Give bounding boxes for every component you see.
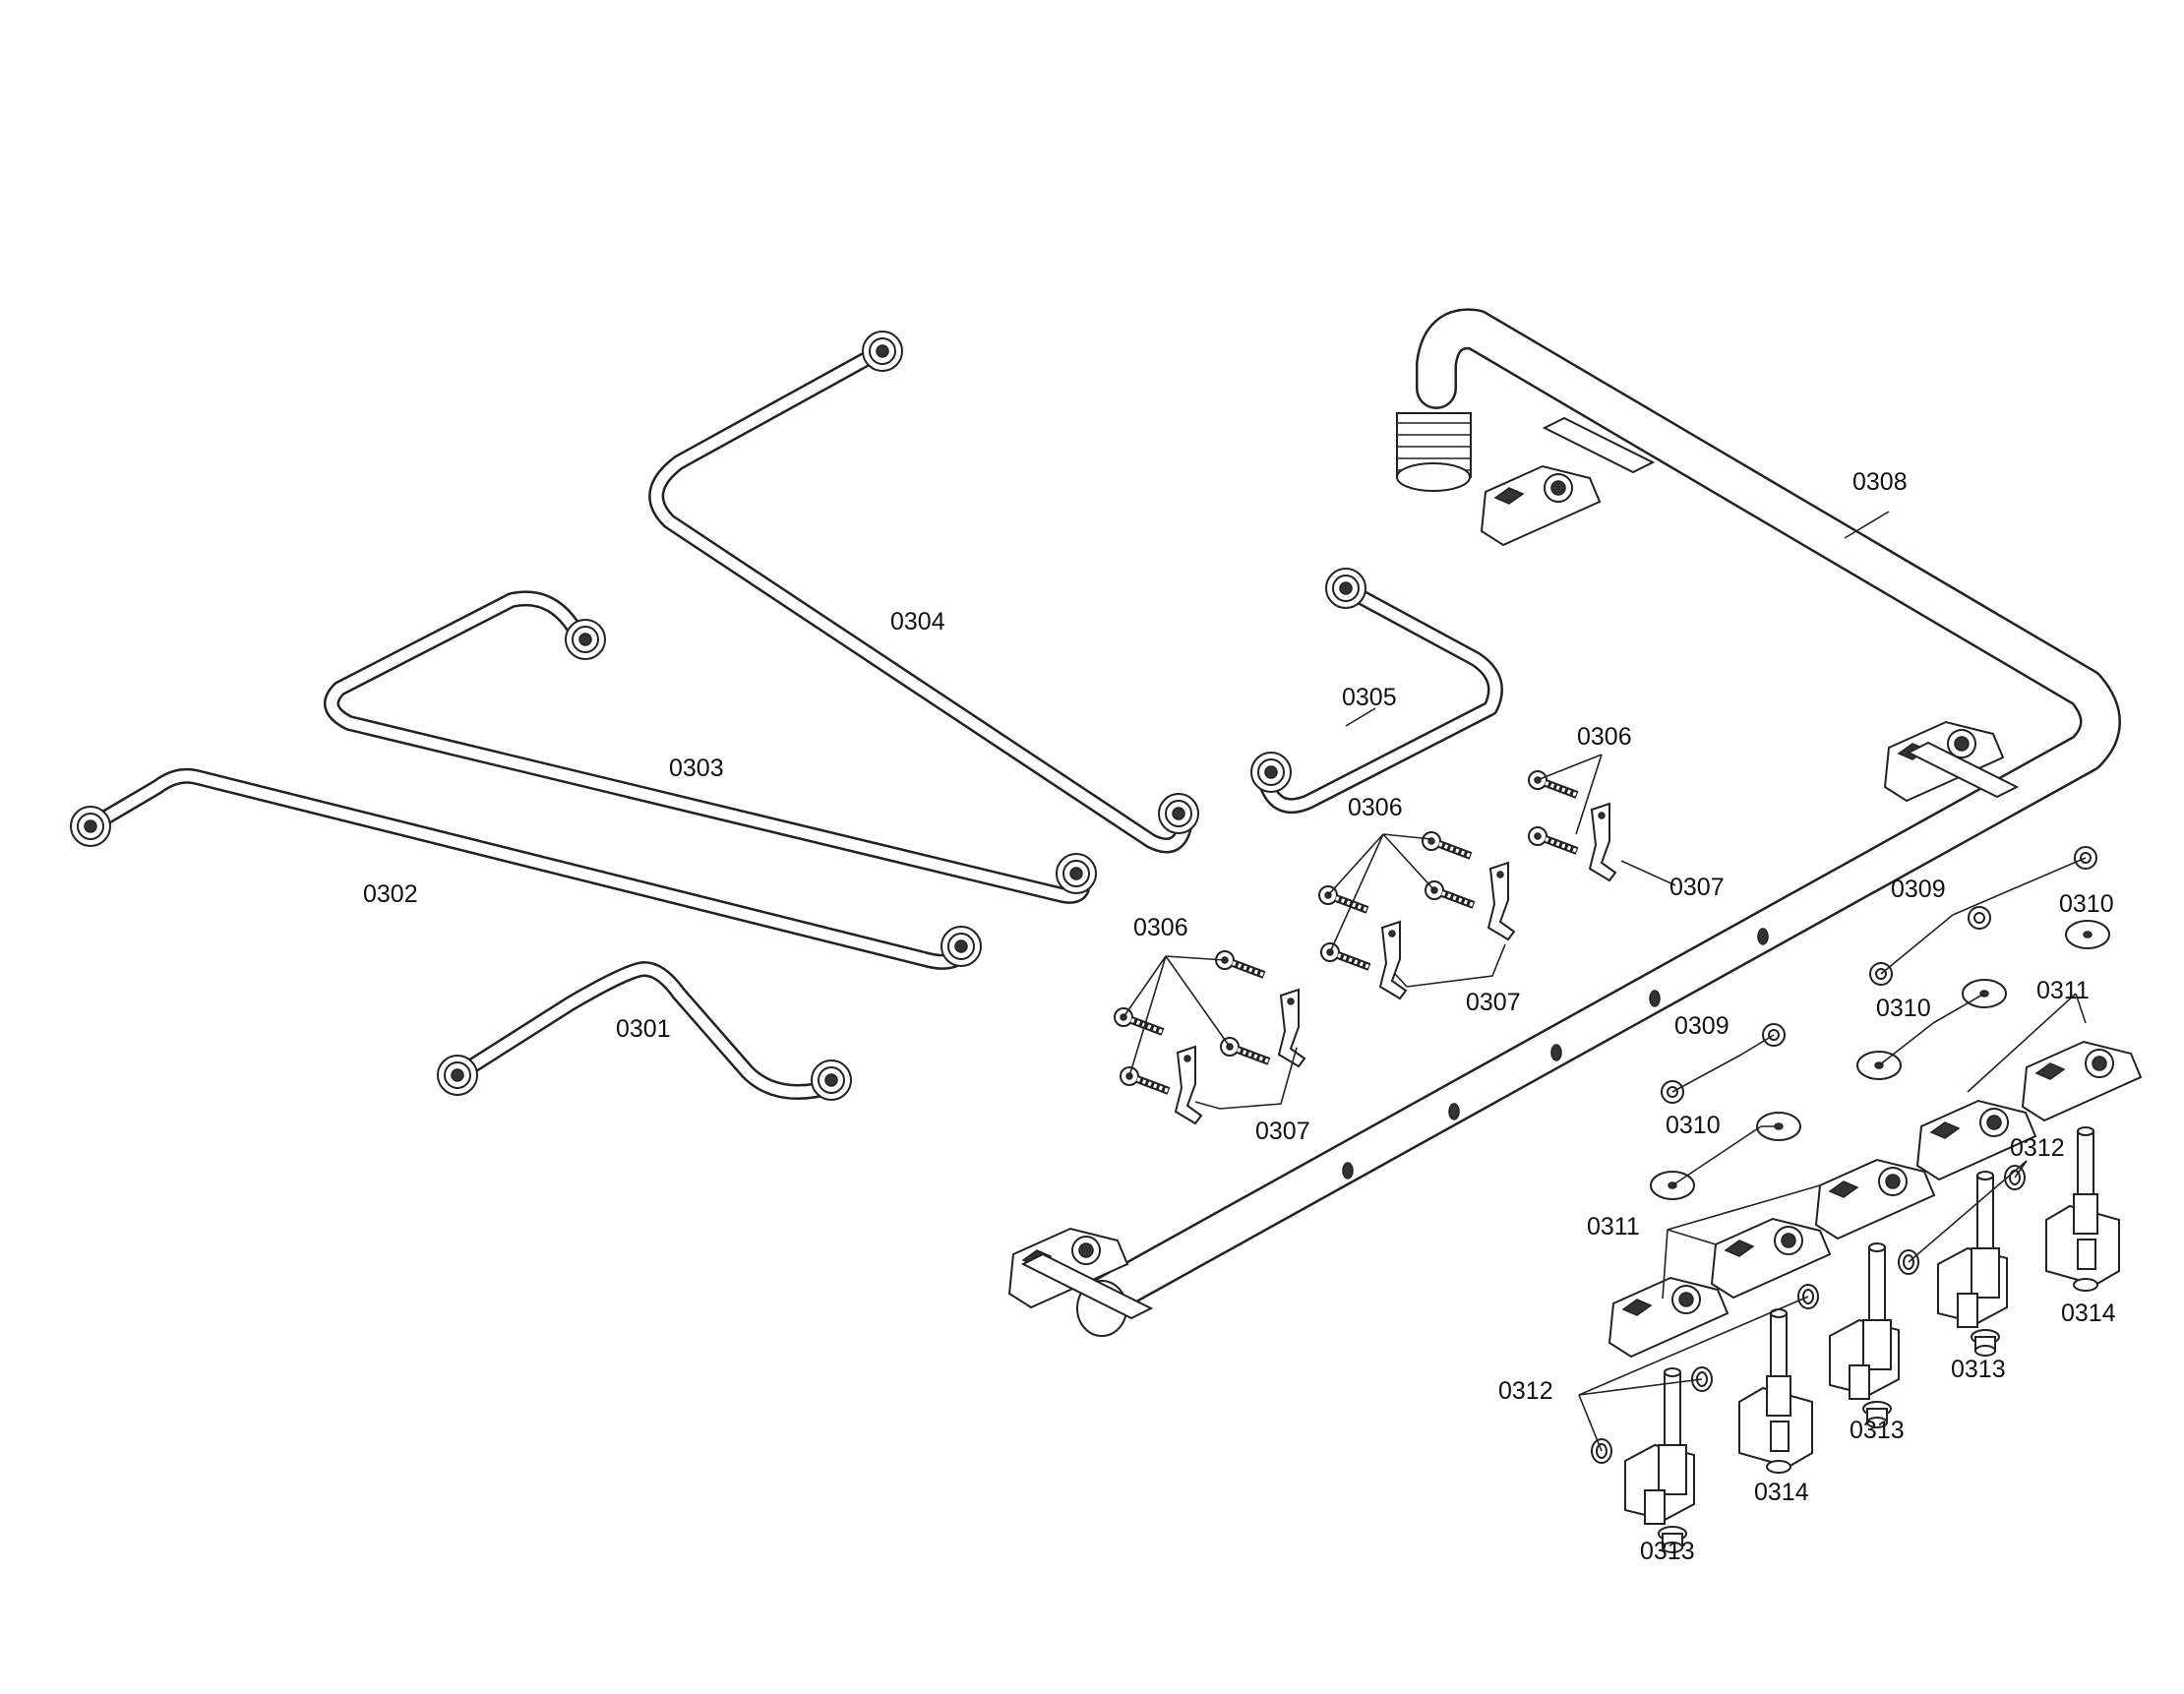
- manifold-0308: [1008, 308, 2121, 1337]
- label-0303: 0303: [669, 755, 724, 782]
- label-0312-upper: 0312: [2010, 1134, 2065, 1162]
- part-labels: 0301 0302 0303 0304 0305 0306 0306 0306 …: [363, 468, 2116, 1565]
- label-0313-middle: 0313: [1850, 1417, 1905, 1444]
- clips-0307-group-left: [1175, 989, 1305, 1124]
- tube-0302: [70, 767, 982, 970]
- label-0306-middle: 0306: [1348, 794, 1403, 821]
- label-0310-middle: 0310: [1876, 995, 1931, 1022]
- label-0310-top: 0310: [2059, 890, 2114, 918]
- tube-0301: [437, 961, 852, 1101]
- label-0310-lower: 0310: [1666, 1112, 1721, 1139]
- label-0307-middle: 0307: [1466, 989, 1521, 1016]
- label-0311-upper: 0311: [2036, 977, 2090, 1004]
- label-0309-upper: 0309: [1891, 876, 1946, 903]
- label-0301: 0301: [616, 1015, 671, 1043]
- tube-0304: [648, 331, 1199, 854]
- label-0306-left: 0306: [1133, 914, 1188, 941]
- label-0314-lower: 0314: [1754, 1479, 1809, 1506]
- label-0304: 0304: [890, 608, 945, 635]
- label-0305: 0305: [1342, 684, 1397, 711]
- label-0307-left: 0307: [1255, 1118, 1310, 1145]
- label-0309-lower: 0309: [1674, 1012, 1729, 1040]
- label-0312-lower: 0312: [1498, 1377, 1553, 1405]
- leader-lines: [1122, 511, 2087, 1452]
- clips-0307-group-middle: [1379, 862, 1515, 999]
- label-0302: 0302: [363, 880, 418, 908]
- tube-0305: [1250, 568, 1503, 814]
- label-0313-right: 0313: [1951, 1356, 2006, 1383]
- label-0307-right: 0307: [1669, 874, 1725, 901]
- tube-0303: [324, 590, 1097, 904]
- label-0311-lower: 0311: [1587, 1213, 1640, 1240]
- label-0314-right: 0314: [2061, 1300, 2116, 1327]
- label-0306-right: 0306: [1577, 723, 1632, 751]
- screws-0306-group-right: [1529, 771, 1577, 851]
- label-0308: 0308: [1852, 468, 1908, 496]
- label-0313-bottom: 0313: [1640, 1538, 1695, 1565]
- manifold-holes: [1342, 928, 1769, 1180]
- clip-0307-group-right: [1589, 803, 1616, 881]
